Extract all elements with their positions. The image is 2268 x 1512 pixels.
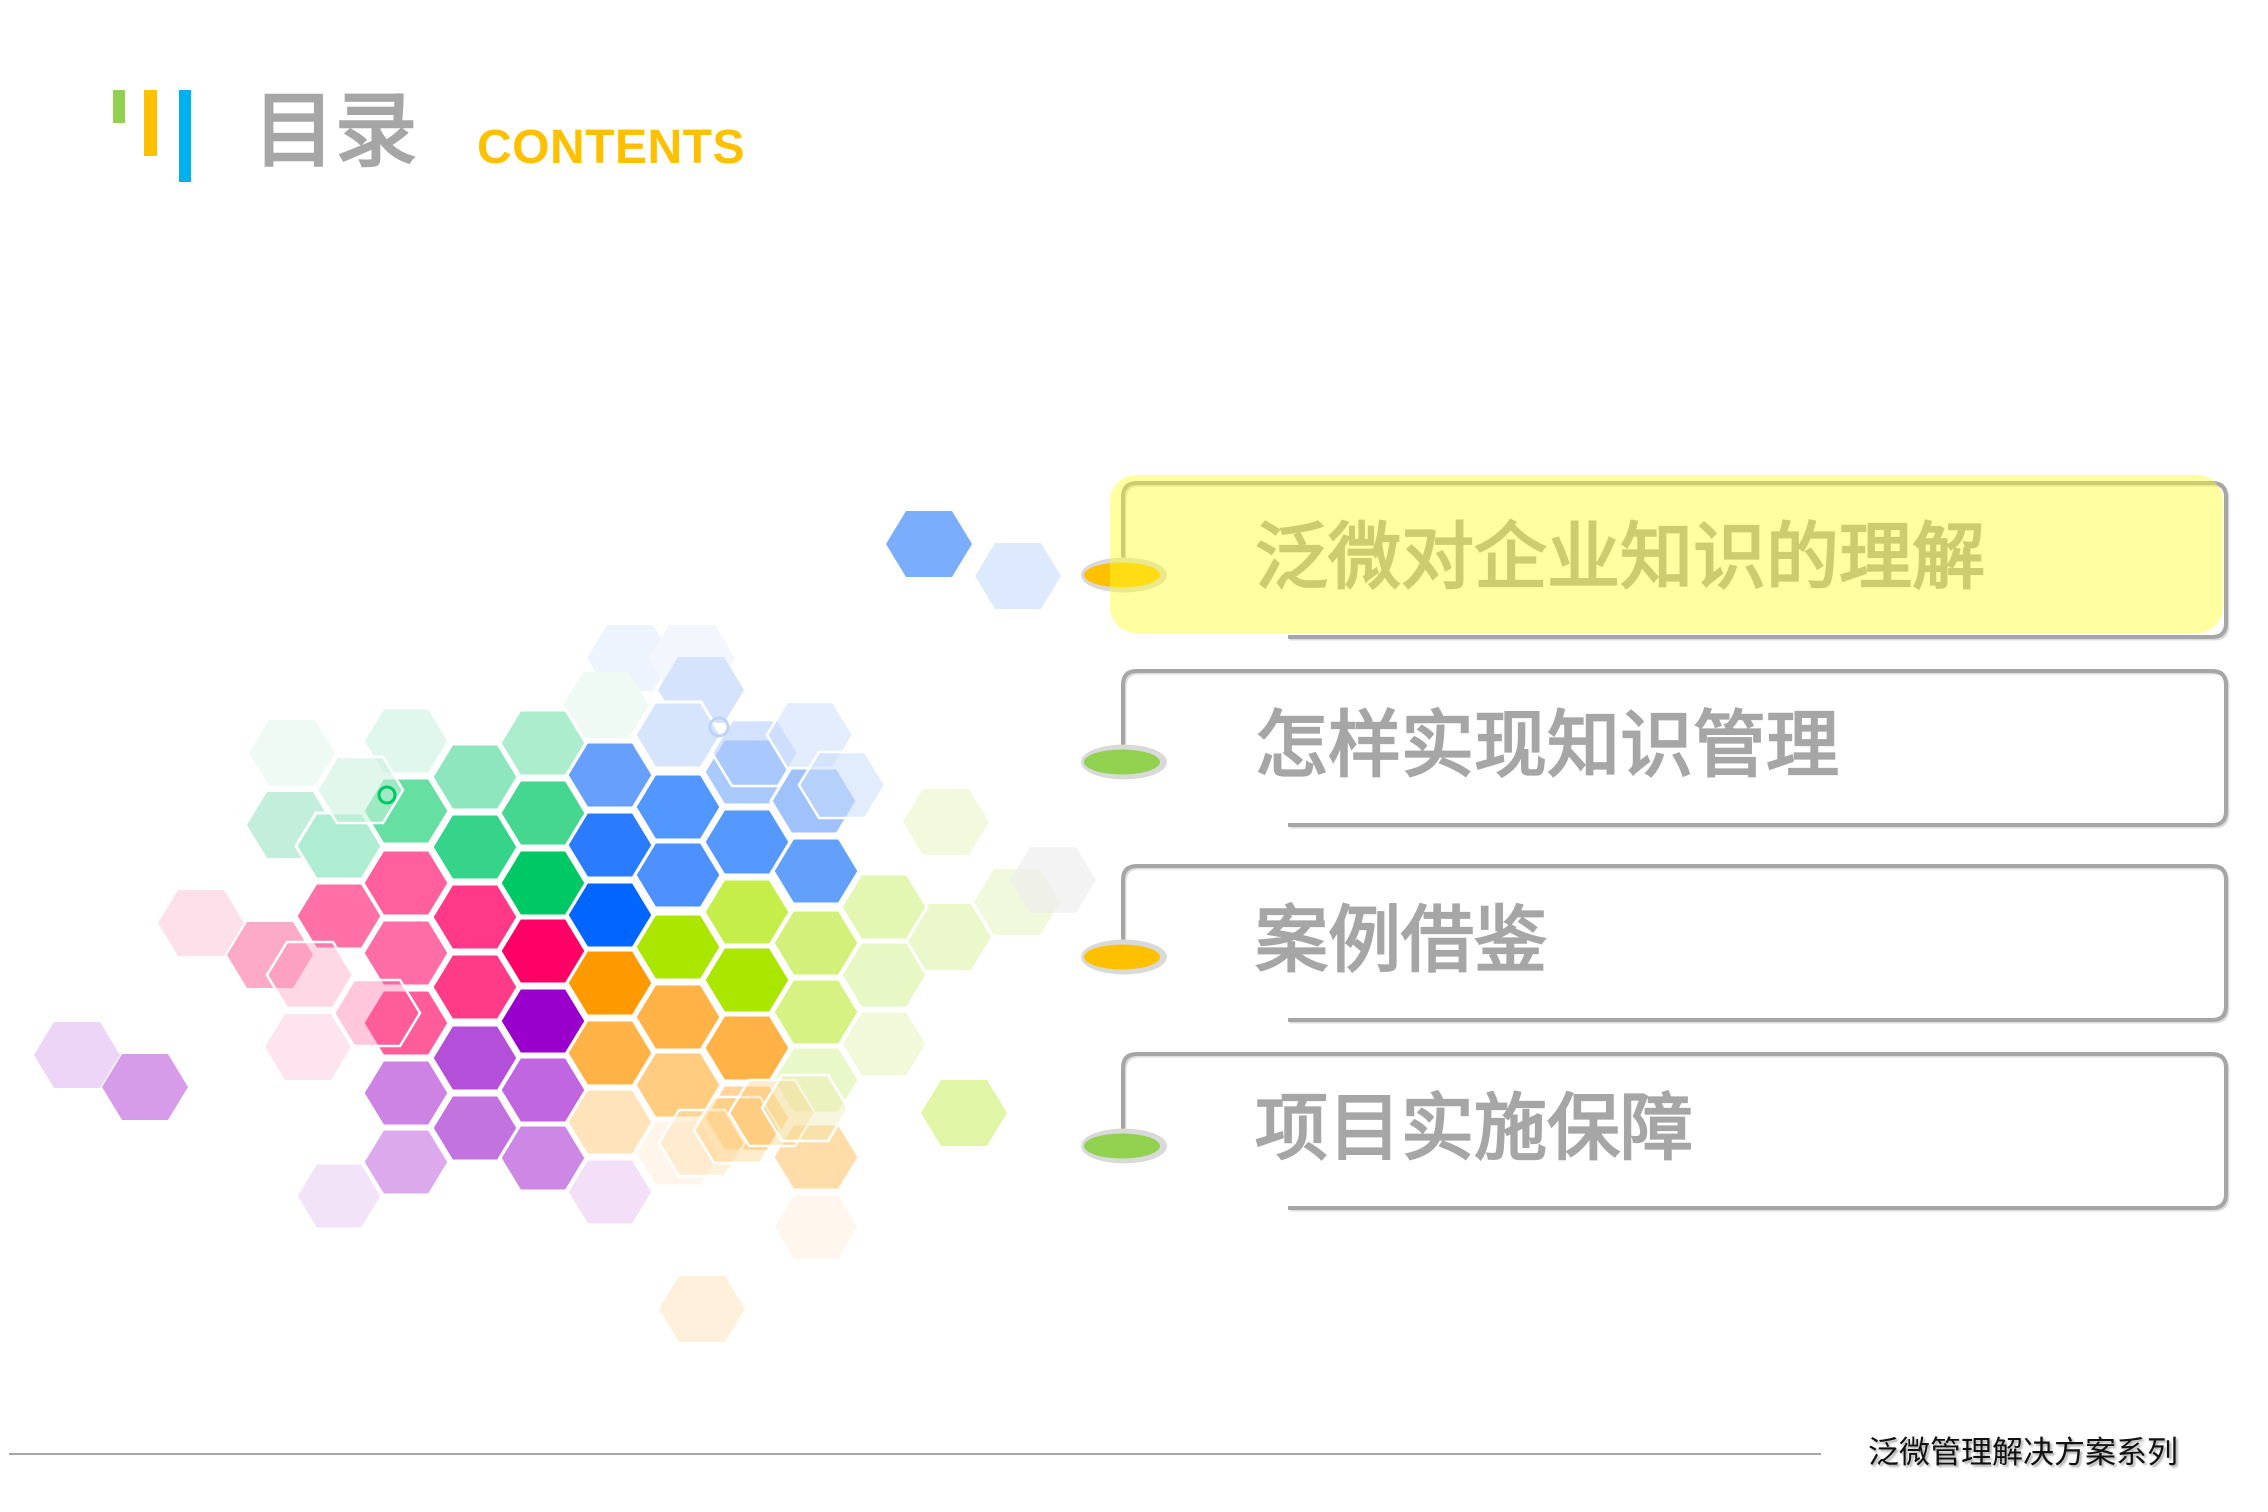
hexagon bbox=[702, 1083, 792, 1153]
hexagon bbox=[249, 720, 335, 786]
page-subtitle: CONTENTS bbox=[477, 121, 745, 174]
accent-bar-green bbox=[113, 90, 125, 123]
hexagon bbox=[903, 789, 989, 855]
ring-icon bbox=[708, 716, 730, 738]
hexagon bbox=[34, 1022, 120, 1088]
hexagon bbox=[227, 922, 313, 988]
toc-item-2[interactable]: 怎样实现知识管理 bbox=[1070, 667, 2250, 833]
hexagon bbox=[102, 1054, 188, 1120]
hexagon bbox=[158, 890, 244, 956]
hexagon bbox=[633, 840, 723, 910]
hexagon bbox=[430, 882, 520, 952]
hexagon bbox=[633, 1118, 723, 1188]
hexagon bbox=[702, 945, 792, 1015]
hexagon bbox=[361, 848, 451, 918]
hexagon bbox=[361, 918, 451, 988]
toc-frame bbox=[1081, 669, 2230, 829]
bullet-dot-icon bbox=[1084, 749, 1160, 775]
hexagon bbox=[332, 978, 422, 1048]
hexagon bbox=[315, 755, 405, 825]
hexagon bbox=[702, 877, 792, 947]
hexagon bbox=[633, 982, 723, 1052]
hexagon bbox=[659, 1276, 745, 1342]
ring-icon bbox=[377, 785, 397, 805]
hexagon bbox=[430, 812, 520, 882]
hexagon bbox=[1010, 847, 1096, 913]
toc-item-label: 案例借鉴 bbox=[1255, 898, 1547, 983]
hexagon bbox=[361, 1058, 451, 1128]
hexagon bbox=[294, 811, 384, 881]
footer-divider bbox=[9, 1453, 1821, 1455]
hexagon bbox=[839, 1009, 929, 1079]
toc-frame bbox=[1081, 864, 2230, 1024]
hexagon bbox=[839, 872, 929, 942]
hexagon bbox=[905, 904, 991, 970]
toc-frame bbox=[1081, 481, 2230, 641]
hexagon bbox=[265, 940, 355, 1010]
page-title: 目录 bbox=[253, 84, 418, 179]
accent-bar-yellow bbox=[144, 90, 157, 156]
hexagon bbox=[633, 772, 723, 842]
hexagon bbox=[633, 700, 723, 770]
toc-item-label: 泛微对企业知识的理解 bbox=[1255, 515, 1985, 600]
hexagon bbox=[430, 742, 520, 812]
toc-item-label: 怎样实现知识管理 bbox=[1255, 703, 1839, 788]
hexagon bbox=[565, 1157, 655, 1227]
hexagon bbox=[921, 1080, 1007, 1146]
toc-item-1[interactable]: 泛微对企业知识的理解 bbox=[1070, 479, 2250, 645]
hexagon bbox=[430, 952, 520, 1022]
toc-item-label: 项目实施保障 bbox=[1255, 1086, 1693, 1171]
hexagon bbox=[361, 1127, 451, 1197]
hexagon bbox=[760, 1073, 850, 1143]
hexagon bbox=[886, 511, 972, 577]
hexagon bbox=[797, 750, 887, 820]
active-item-highlight bbox=[1110, 475, 2223, 633]
hexagon bbox=[633, 912, 723, 982]
hexagon-cluster bbox=[34, 511, 1096, 1342]
hexagon bbox=[563, 672, 649, 738]
hexagon bbox=[839, 940, 929, 1010]
toc-frame bbox=[1081, 1052, 2230, 1212]
hexagon bbox=[702, 1013, 792, 1083]
hexagon bbox=[771, 1192, 861, 1262]
hexagon bbox=[727, 1078, 817, 1148]
toc-item-3[interactable]: 案例借鉴 bbox=[1070, 862, 2250, 1028]
hexagon bbox=[975, 543, 1061, 609]
bullet-dot-icon bbox=[1084, 1133, 1160, 1159]
hexagon bbox=[361, 988, 451, 1058]
bullet-dot-icon bbox=[1084, 562, 1160, 588]
accent-bar-blue bbox=[179, 90, 191, 182]
hexagon bbox=[265, 1014, 351, 1080]
hexagon bbox=[771, 836, 861, 906]
footer-series-label: 泛微管理解决方案系列 bbox=[1868, 1435, 2178, 1471]
bullet-dot-icon bbox=[1084, 944, 1160, 970]
hexagon bbox=[771, 1045, 861, 1115]
hexagon bbox=[633, 1050, 723, 1120]
toc-item-4[interactable]: 项目实施保障 bbox=[1070, 1050, 2250, 1216]
hexagon bbox=[565, 948, 655, 1018]
